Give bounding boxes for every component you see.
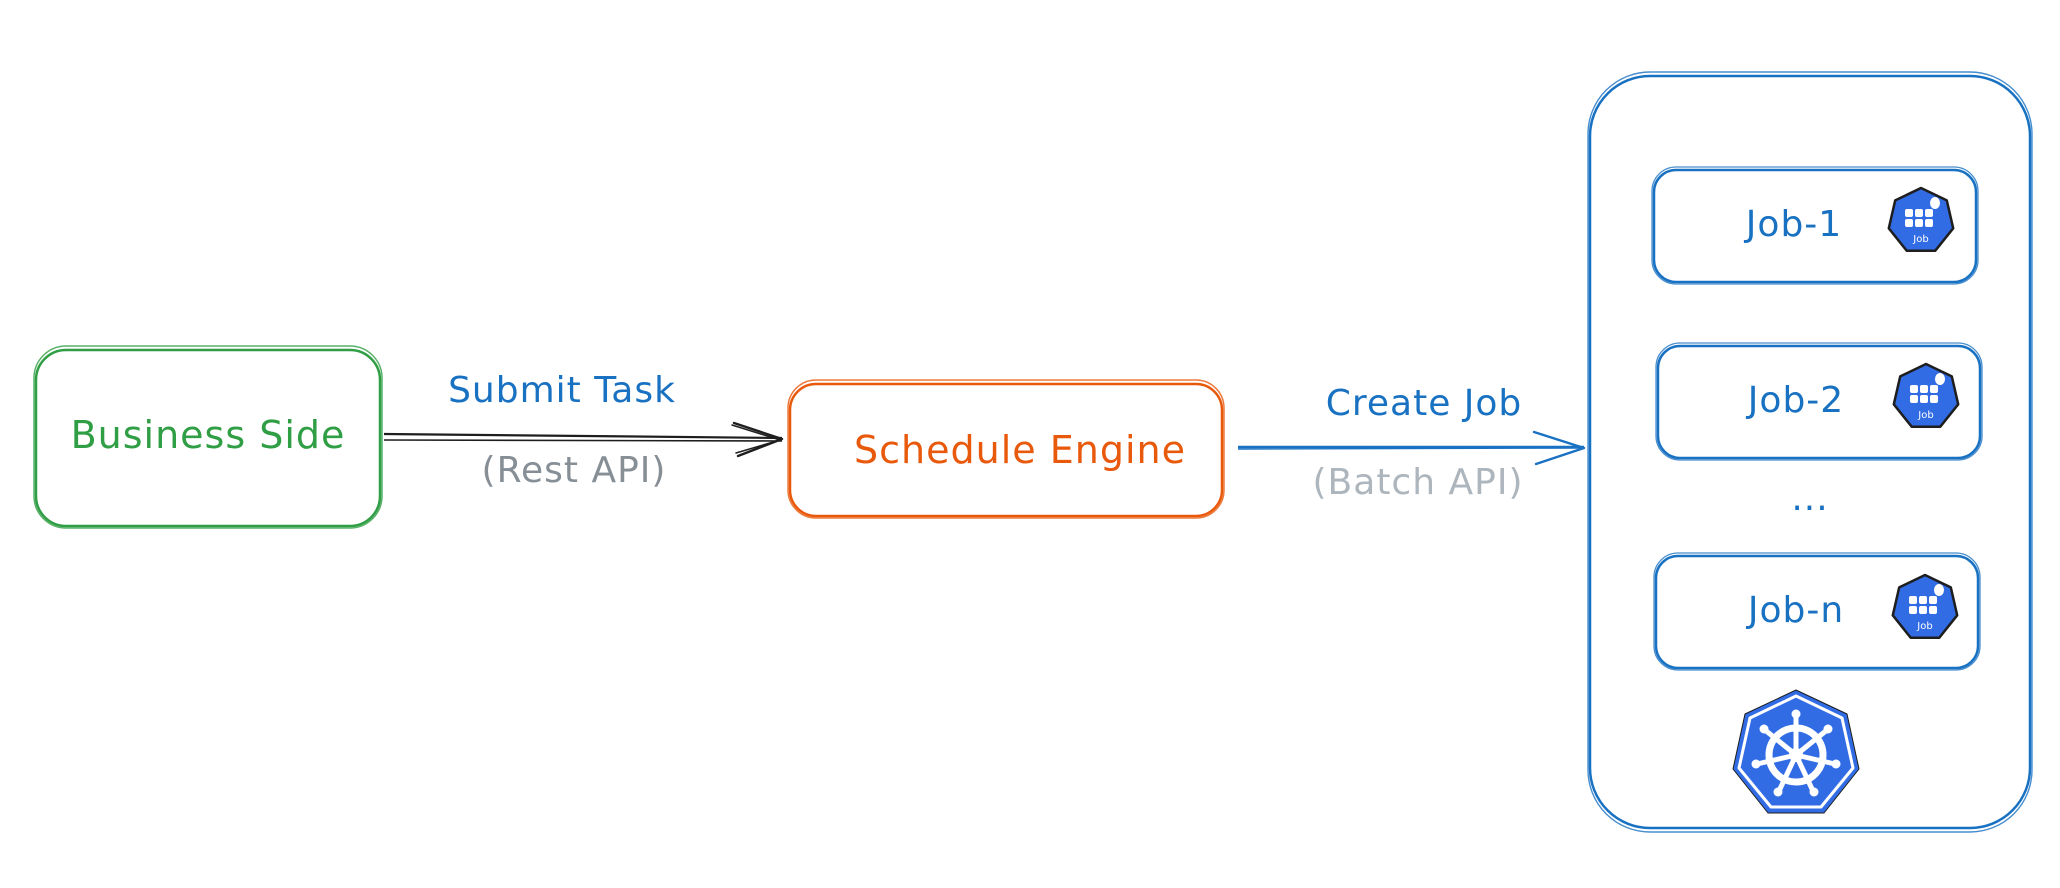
business-side-label: Business Side	[71, 413, 346, 457]
schedule-engine-label: Schedule Engine	[854, 428, 1186, 472]
kubernetes-cluster-container	[1587, 71, 2033, 833]
k8s-job-icon: Job	[1892, 362, 1960, 428]
kubernetes-logo-icon	[1732, 689, 1860, 814]
job-2-label: Job-2	[1746, 380, 1844, 421]
create-job-label: Create Job	[1326, 383, 1523, 424]
job-1-node: Job-1 Job	[1651, 166, 1979, 285]
k8s-job-icon: Job	[1891, 573, 1959, 639]
job-1-label: Job-1	[1744, 204, 1842, 245]
k8s-job-icon: Job	[1887, 186, 1955, 252]
create-job-arrow	[1237, 430, 1586, 466]
submit-task-arrow	[383, 421, 784, 458]
submit-task-label: Submit Task	[448, 370, 676, 411]
rest-api-label: (Rest API)	[482, 450, 667, 491]
batch-api-label: (Batch API)	[1313, 462, 1524, 503]
job-n-node: Job-n Job	[1653, 552, 1981, 671]
job-n-label: Job-n	[1746, 590, 1844, 631]
more-jobs-ellipsis: ...	[1791, 478, 1828, 519]
job-2-node: Job-2 Job	[1655, 342, 1983, 461]
job-icon-text: Job	[1917, 410, 1933, 421]
schedule-engine-node: Schedule Engine	[787, 379, 1225, 519]
business-side-node: Business Side	[33, 345, 383, 529]
job-icon-text: Job	[1916, 621, 1932, 632]
job-icon-text: Job	[1912, 234, 1928, 245]
